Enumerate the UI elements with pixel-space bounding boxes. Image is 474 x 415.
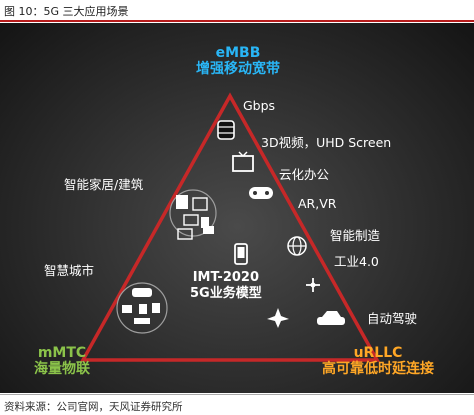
center-line1: IMT-2020 <box>192 270 260 285</box>
label-smart-home: 智能家居/建筑 <box>64 177 144 192</box>
mmtc-code: mMTC <box>37 345 87 361</box>
globe-icon <box>287 236 307 256</box>
label-autonomous-driving: 自动驾驶 <box>367 311 418 326</box>
label-smart-city: 智慧城市 <box>44 263 95 278</box>
center-model-label: IMT-2020 5G业务模型 <box>190 270 262 301</box>
label-smart-manufacturing: 智能制造 <box>330 228 381 243</box>
smart-city-cluster <box>116 282 168 334</box>
drone-icon <box>306 278 320 292</box>
urllc-corner-title: uRLLC 高可靠低时延连接 <box>322 345 434 377</box>
center-line2: 5G业务模型 <box>190 285 262 301</box>
phone-icon <box>234 243 248 265</box>
gamepad-icon <box>249 187 273 199</box>
mmtc-name: 海量物联 <box>34 361 90 378</box>
scenario-triangle <box>80 92 380 362</box>
tv-icon <box>232 151 254 172</box>
plane-icon <box>267 308 289 328</box>
storage-icon <box>217 120 235 140</box>
car-icon <box>317 311 345 325</box>
label-ar-vr: AR,VR <box>298 196 337 211</box>
urllc-name: 高可靠低时延连接 <box>322 361 434 378</box>
diagram-panel: eMBB 增强移动宽带 Gbps 3D视频，UHD Screen 云化办公 AR… <box>0 23 474 393</box>
smart-home-cluster <box>169 189 217 237</box>
figure-caption: 图 10：5G 三大应用场景 <box>4 5 129 18</box>
embb-code: eMBB <box>215 45 261 61</box>
bottom-divider <box>0 394 474 395</box>
camera-icon <box>203 226 214 234</box>
label-industry-4: 工业4.0 <box>334 254 379 269</box>
label-3d-video: 3D视频，UHD Screen <box>261 135 392 150</box>
urllc-code: uRLLC <box>353 345 403 361</box>
mmtc-corner-title: mMTC 海量物联 <box>34 345 90 377</box>
label-cloud-office: 云化办公 <box>279 167 330 182</box>
small-tv-icon <box>177 228 193 240</box>
embb-corner-title: eMBB 增强移动宽带 <box>196 45 280 77</box>
building-icon <box>176 195 188 209</box>
embb-name: 增强移动宽带 <box>196 61 280 78</box>
source-note: 资料来源：公司官网，天风证券研究所 <box>4 401 183 413</box>
top-divider <box>0 20 474 22</box>
triangle-diagram <box>80 92 380 362</box>
label-gbps: Gbps <box>243 98 276 113</box>
